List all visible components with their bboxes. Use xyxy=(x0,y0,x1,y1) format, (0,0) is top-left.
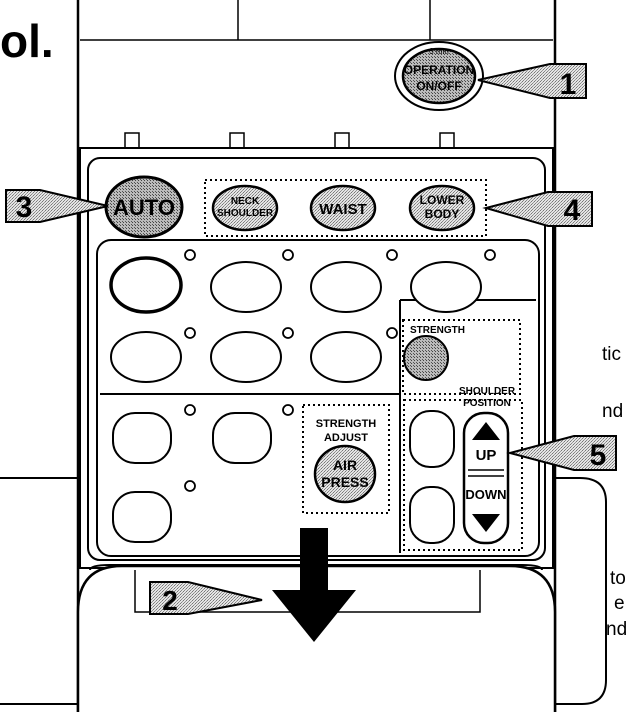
program-button[interactable] xyxy=(310,331,382,383)
lower-label: LOWER xyxy=(420,193,465,207)
indicator-light xyxy=(484,249,496,261)
shoulder-label: SHOULDER xyxy=(217,208,274,219)
callout-4-number: 4 xyxy=(564,194,581,227)
body-label: BODY xyxy=(425,207,460,221)
shoulder-position-group xyxy=(403,399,523,551)
side-text-1: tic xyxy=(602,344,621,365)
program-button[interactable] xyxy=(110,331,182,383)
on-off-label: ON/OFF xyxy=(416,79,461,93)
note-text-3: nd xyxy=(606,619,628,640)
heading-fragment: ol. xyxy=(0,15,54,67)
power-button-top-text: 3 min xyxy=(429,47,449,56)
callout-1: 1 xyxy=(477,63,587,101)
strength-adjust-label-1: STRENGTH xyxy=(316,418,377,430)
strength-adjust-group xyxy=(302,404,390,514)
lower-body-button[interactable]: LOWER BODY xyxy=(408,184,476,232)
shoulder-extra-button[interactable] xyxy=(409,410,455,468)
callout-5-number: 5 xyxy=(590,439,607,472)
waist-label: WAIST xyxy=(319,201,367,218)
air-press-button[interactable]: AIR PRESS xyxy=(313,444,377,504)
program-button[interactable] xyxy=(210,331,282,383)
indicator-light xyxy=(282,404,294,416)
indicator-light xyxy=(386,249,398,261)
body-zone-group xyxy=(204,179,487,237)
indicator-lights xyxy=(184,249,496,492)
operation-on-off-button[interactable]: 3 min OPERATION ON/OFF xyxy=(394,41,484,111)
shoulder-position-rocker xyxy=(462,411,510,545)
waist-button[interactable]: WAIST xyxy=(309,184,377,232)
strength-label: STRENGTH xyxy=(410,325,465,336)
program-button[interactable] xyxy=(210,261,282,313)
auto-button[interactable]: AUTO xyxy=(104,175,184,239)
function-button[interactable] xyxy=(112,491,172,543)
note-text-2: e xyxy=(614,593,625,614)
note-box xyxy=(0,477,607,705)
down-label: DOWN xyxy=(465,487,506,502)
function-button[interactable] xyxy=(212,412,272,464)
open-cover-arrow-icon xyxy=(272,528,356,642)
side-text-2: nd xyxy=(602,401,624,422)
indicator-light xyxy=(184,249,196,261)
air-label: AIR xyxy=(333,457,357,473)
press-label: PRESS xyxy=(321,474,368,490)
callout-5: 5 xyxy=(506,435,617,472)
up-button[interactable]: UP xyxy=(472,422,500,464)
neck-shoulder-button[interactable]: NECK SHOULDER xyxy=(211,184,279,232)
indicator-light xyxy=(184,327,196,339)
strength-dial[interactable] xyxy=(403,335,449,381)
callout-2-number: 2 xyxy=(162,585,178,616)
callout-3: 3 xyxy=(5,189,109,224)
callout-3-number: 3 xyxy=(16,191,33,224)
shoulder-position-label-2: POSITION xyxy=(463,398,511,409)
indicator-light xyxy=(282,327,294,339)
shoulder-extra-button[interactable] xyxy=(409,486,455,544)
neck-label: NECK xyxy=(231,196,260,207)
auto-label: AUTO xyxy=(113,195,175,220)
callout-4: 4 xyxy=(482,191,593,227)
program-buttons xyxy=(109,256,482,543)
down-button[interactable]: DOWN xyxy=(465,487,507,532)
note-text-1: to xyxy=(610,568,626,589)
up-label: UP xyxy=(476,447,497,464)
function-button[interactable] xyxy=(112,412,172,464)
indicator-light xyxy=(282,249,294,261)
shoulder-position-label-1: SHOULDER xyxy=(459,386,516,397)
operation-label: OPERATION xyxy=(404,63,474,77)
strength-panel xyxy=(402,319,521,395)
program-button[interactable] xyxy=(310,261,382,313)
indicator-light xyxy=(386,327,398,339)
strength-adjust-label-2: ADJUST xyxy=(324,432,368,444)
indicator-light xyxy=(184,480,196,492)
callout-1-number: 1 xyxy=(560,68,577,101)
program-button[interactable] xyxy=(109,256,183,314)
callout-2: 2 xyxy=(149,581,263,616)
indicator-light xyxy=(184,404,196,416)
program-button[interactable] xyxy=(410,261,482,313)
